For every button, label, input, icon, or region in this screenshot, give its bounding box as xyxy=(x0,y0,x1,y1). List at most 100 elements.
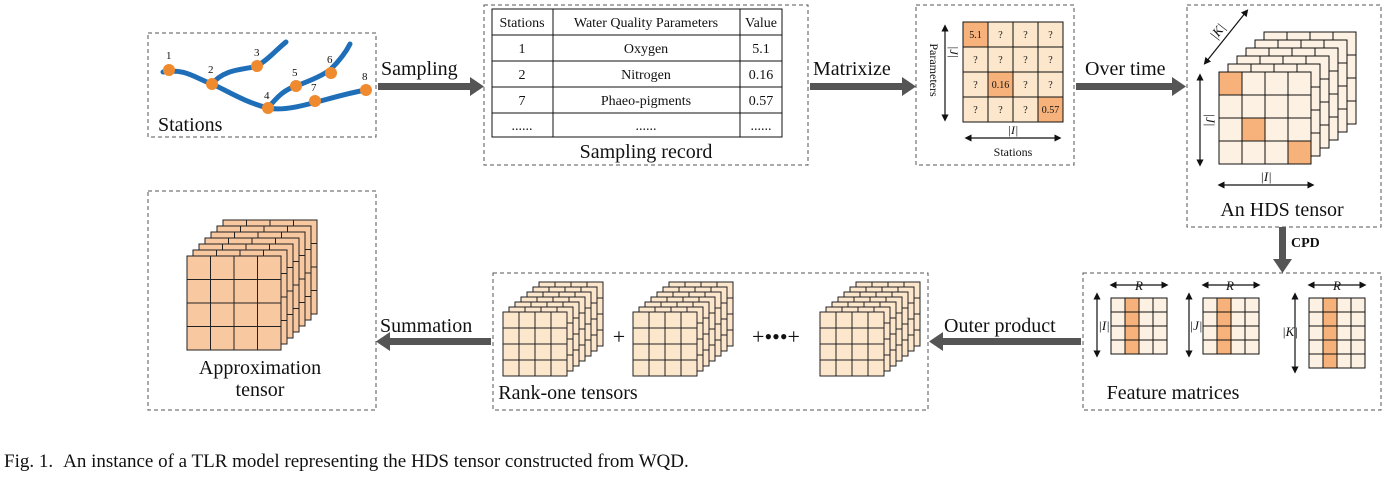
summation-arrow xyxy=(376,332,491,351)
rank-one-stacks xyxy=(502,281,921,377)
table-header-stations: Stations xyxy=(499,16,544,31)
summation-arrow-label: Summation xyxy=(380,315,472,337)
caption-text: An instance of a TLR model representing … xyxy=(63,451,689,472)
feature-rank-symbol-1: R xyxy=(1134,278,1143,293)
table-header-value: Value xyxy=(745,16,777,31)
feature-matrices-label: Feature matrices xyxy=(1107,382,1240,404)
matrix-cell-r2-c1: ? xyxy=(973,55,978,66)
figure-caption: Fig. 1. An instance of a TLR model repres… xyxy=(4,451,689,473)
approximation-label-line1: Approximation xyxy=(199,357,321,379)
over-time-arrow-label: Over time xyxy=(1085,58,1166,80)
matrixize-arrow xyxy=(810,77,916,96)
feature-dim-k: |K| xyxy=(1282,324,1298,339)
stations-label: Stations xyxy=(158,114,223,136)
matrix-cell-r1-c4: ? xyxy=(1048,30,1053,41)
feature-matrix-i xyxy=(1110,297,1168,355)
rank-one-panel xyxy=(492,272,929,411)
feature-matrices-panel xyxy=(1082,272,1382,411)
stations-panel xyxy=(147,32,377,138)
station-number-4: 4 xyxy=(264,90,270,102)
feature-dim-symbols: |I| |J| |K| xyxy=(1098,318,1298,339)
cpd-arrow-label: CPD xyxy=(1291,236,1320,251)
feature-rank-symbol-2: R xyxy=(1225,278,1234,293)
approximation-slices xyxy=(186,219,318,351)
sampling-table xyxy=(491,8,783,138)
station-number-8: 8 xyxy=(362,71,368,83)
feature-rank-symbols: R R R xyxy=(1134,278,1341,293)
table-cell-r4-c2: ...... xyxy=(636,119,657,134)
station-number-7: 7 xyxy=(311,82,317,94)
rank-one-tensor-3 xyxy=(819,281,921,377)
matrix-cell-r2-c2: ? xyxy=(998,55,1003,66)
hds-tensor-label: An HDS tensor xyxy=(1220,199,1344,221)
rank-one-tensor-1 xyxy=(502,281,604,377)
sampling-record-label: Sampling record xyxy=(580,141,713,163)
table-cell-r1-c3: 5.1 xyxy=(752,42,770,57)
sampling-table-text: Stations Water Quality Parameters Value … xyxy=(499,16,777,134)
matrix-cell-r1-c2: ? xyxy=(998,30,1003,41)
sampling-arrow xyxy=(378,77,484,96)
table-cell-r1-c1: 1 xyxy=(519,42,526,57)
table-cell-r1-c2: Oxygen xyxy=(624,42,668,57)
matrix-cell-r4-c3: ? xyxy=(1023,105,1028,116)
rank-one-ellipsis-plus: +•••+ xyxy=(752,324,800,349)
table-header-parameters: Water Quality Parameters xyxy=(574,16,718,31)
table-cell-r3-c2: Phaeo-pigments xyxy=(601,94,691,109)
matrix-col-axis-label: Stations xyxy=(994,145,1033,159)
approximation-label-line2: tensor xyxy=(236,379,285,401)
outer-product-arrow xyxy=(929,332,1081,351)
sampling-arrow-label: Sampling xyxy=(381,58,458,80)
matrix-cell-r3-c4: ? xyxy=(1048,80,1053,91)
station-number-2: 2 xyxy=(208,64,214,76)
sampling-record-panel xyxy=(483,4,809,166)
table-cell-r3-c1: 7 xyxy=(519,94,526,109)
outer-product-arrow-label: Outer product xyxy=(944,315,1056,337)
table-cell-r3-c3: 0.57 xyxy=(749,94,774,109)
matrix-cell-r1-c1: 5.1 xyxy=(969,30,982,41)
matrix-row-axis-symbol: |J| xyxy=(947,46,961,58)
over-time-arrow xyxy=(1076,77,1186,96)
matrix-row-axis-label: Parameters xyxy=(927,43,941,97)
matrix-panel xyxy=(915,4,1075,166)
approximation-panel xyxy=(147,190,377,411)
feature-matrix-j xyxy=(1202,297,1260,355)
feature-matrix-k xyxy=(1308,297,1366,369)
table-cell-r2-c3: 0.16 xyxy=(749,68,774,83)
feature-matrices-group xyxy=(1093,281,1367,374)
hds-tensor-stack xyxy=(1218,31,1357,165)
table-cell-r4-c1: ...... xyxy=(512,119,533,134)
hds-j-symbol: |J| xyxy=(1203,114,1218,127)
matrix-cell-r3-c1: ? xyxy=(973,80,978,91)
matrix-cell-r2-c3: ? xyxy=(1023,55,1028,66)
figure-diagram: 1 2 3 4 5 6 7 8 Stations Sampling Statio… xyxy=(147,4,1382,411)
feature-rank-symbol-3: R xyxy=(1332,278,1341,293)
caption-label: Fig. 1. xyxy=(4,451,54,472)
rank-one-label: Rank-one tensors xyxy=(498,382,638,404)
matrix-cell-r2-c4: ? xyxy=(1048,55,1053,66)
station-numbers: 1 2 3 4 5 6 7 8 xyxy=(166,47,368,102)
cpd-arrow xyxy=(1273,227,1292,273)
matrix-cell-r3-c3: ? xyxy=(1023,80,1028,91)
station-number-1: 1 xyxy=(166,50,172,62)
feature-dim-i: |I| xyxy=(1098,318,1109,333)
matrix-col-axis-symbol: |I| xyxy=(1008,123,1019,137)
rank-one-tensor-2 xyxy=(632,281,734,377)
matrixize-arrow-label: Matrixize xyxy=(813,58,891,80)
station-number-5: 5 xyxy=(292,67,298,79)
matrix-cell-r3-c2: 0.16 xyxy=(992,80,1010,91)
matrix-cell-r4-c4: 0.57 xyxy=(1042,105,1060,116)
matrix-grid xyxy=(962,21,1064,123)
hds-i-symbol: |I| xyxy=(1260,169,1271,184)
feature-dim-j: |J| xyxy=(1190,318,1203,333)
hds-tensor-slices xyxy=(1218,31,1357,165)
station-markers xyxy=(163,60,372,114)
approximation-stack xyxy=(186,219,318,351)
matrix-cell-r4-c2: ? xyxy=(998,105,1003,116)
matrix-cell-r1-c3: ? xyxy=(1023,30,1028,41)
table-cell-r4-c3: ...... xyxy=(751,119,772,134)
table-cell-r2-c2: Nitrogen xyxy=(621,68,671,83)
rank-one-plus: + xyxy=(613,324,625,349)
matrix-cell-r4-c1: ? xyxy=(973,105,978,116)
station-number-3: 3 xyxy=(254,47,260,59)
hds-k-axis xyxy=(1203,9,1249,65)
